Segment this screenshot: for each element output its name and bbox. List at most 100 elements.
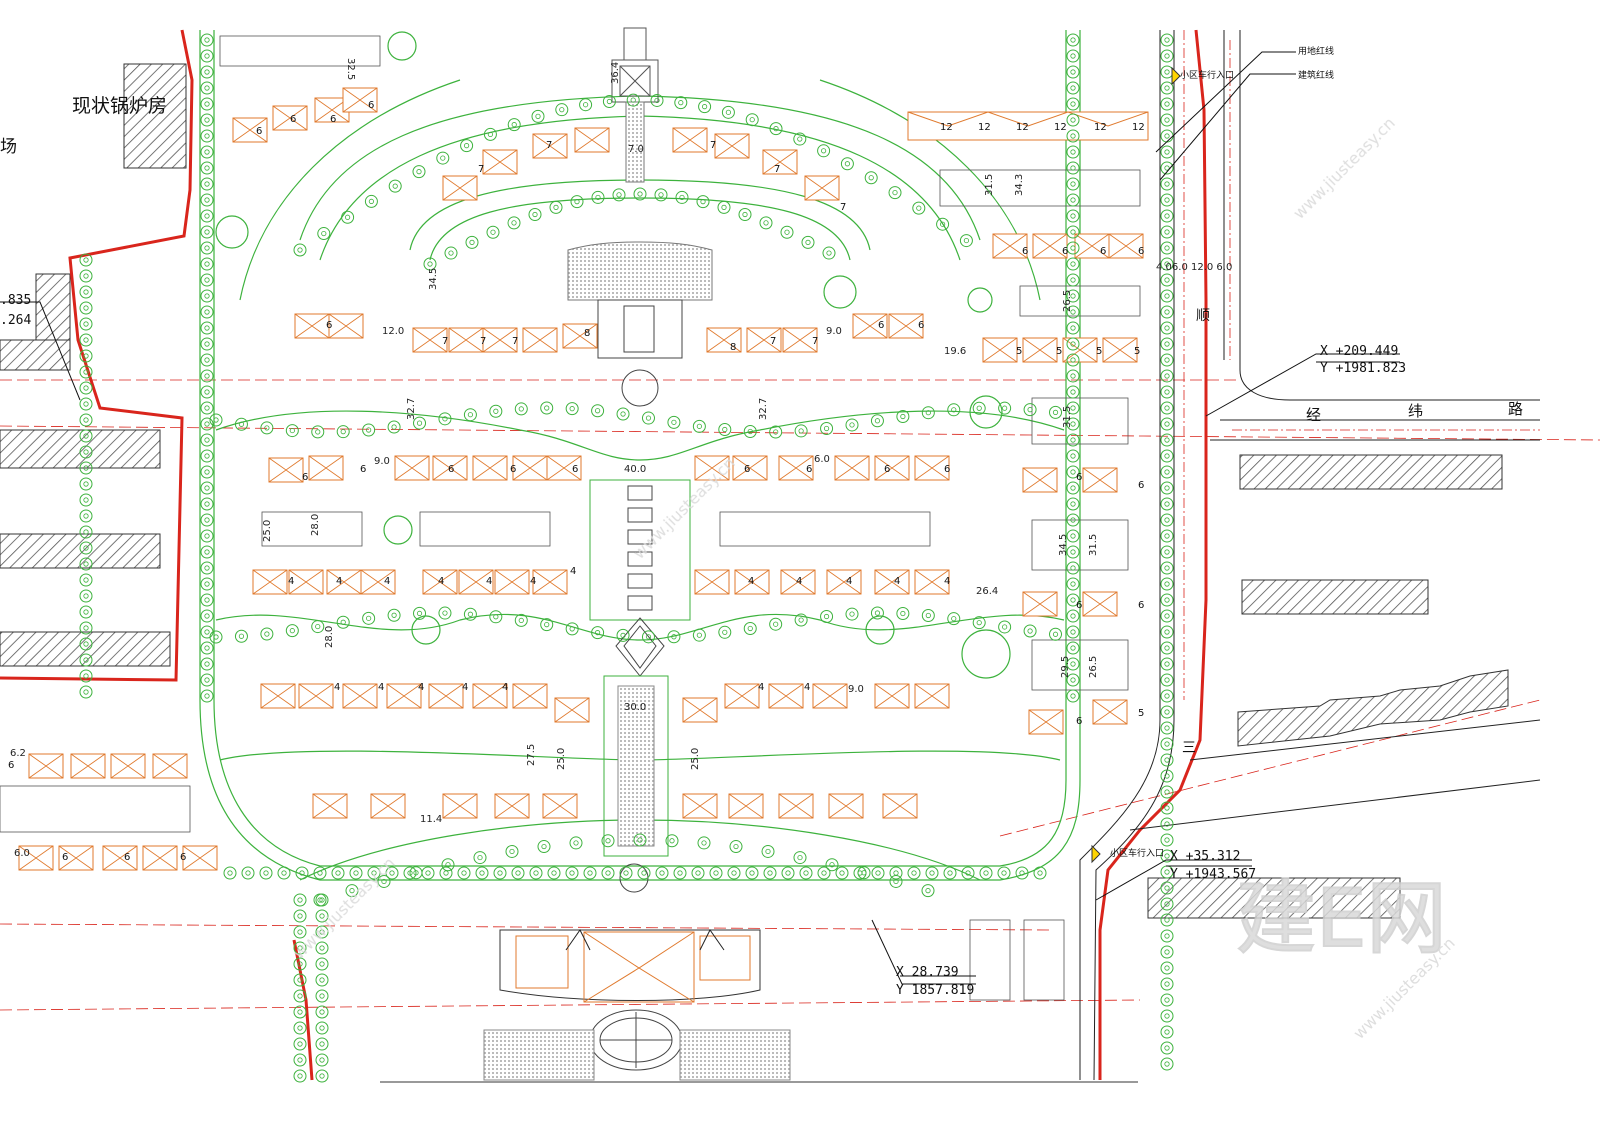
tree-icon bbox=[896, 607, 910, 621]
tree-icon bbox=[200, 577, 214, 591]
tree-icon bbox=[769, 425, 783, 439]
tree-icon bbox=[285, 624, 299, 638]
tree-icon bbox=[315, 1037, 329, 1051]
tree-icon bbox=[667, 415, 681, 429]
tree-icon bbox=[709, 866, 723, 880]
tree-icon bbox=[1160, 145, 1174, 159]
tree-icon bbox=[1160, 465, 1174, 479]
tree-icon bbox=[336, 615, 350, 629]
floor-number: 6 bbox=[1076, 600, 1082, 611]
tree-icon bbox=[311, 620, 325, 634]
tree-icon bbox=[79, 413, 93, 427]
floor-number: 4 bbox=[846, 576, 852, 587]
red-property-line bbox=[0, 29, 1208, 1081]
dim-label: 19.6 bbox=[944, 346, 966, 357]
tree-icon bbox=[1160, 433, 1174, 447]
tree-icon bbox=[845, 607, 859, 621]
tree-icon bbox=[799, 866, 813, 880]
tree-icon bbox=[200, 449, 214, 463]
dim-label: 31.5 bbox=[984, 174, 995, 196]
tree-icon bbox=[200, 177, 214, 191]
tree-icon bbox=[200, 97, 214, 111]
tree-icon bbox=[514, 613, 528, 627]
tree-icon bbox=[565, 622, 579, 636]
floor-number: 5 bbox=[1016, 346, 1022, 357]
floor-number: 6 bbox=[326, 320, 332, 331]
tree-icon bbox=[200, 481, 214, 495]
tree-icon bbox=[1160, 193, 1174, 207]
tree-icon bbox=[200, 545, 214, 559]
coord-x: .835 bbox=[0, 293, 31, 308]
tree-icon bbox=[79, 589, 93, 603]
floor-number: 6 bbox=[62, 852, 68, 863]
tree-icon bbox=[570, 195, 584, 209]
clubhouse bbox=[499, 929, 761, 1003]
tree-icon bbox=[200, 513, 214, 527]
dim-label: 32.7 bbox=[406, 398, 417, 420]
dim-label: 34.5 bbox=[428, 268, 439, 290]
floor-number: 5 bbox=[1138, 708, 1144, 719]
floor-number: 4 bbox=[894, 576, 900, 587]
floor-number: 7 bbox=[774, 164, 780, 175]
tree-icon bbox=[362, 611, 376, 625]
floor-number: 7 bbox=[512, 336, 518, 347]
tree-icon bbox=[769, 617, 783, 631]
tree-icon bbox=[200, 289, 214, 303]
floor-number: 12 bbox=[940, 122, 953, 133]
dim-label: 9.0 bbox=[374, 456, 390, 467]
tree-icon bbox=[315, 989, 329, 1003]
floor-number: 6 bbox=[256, 126, 262, 137]
tree-icon bbox=[1160, 49, 1174, 63]
tree-icon bbox=[260, 627, 274, 641]
dimension-labels: 36.4 7.0 34.5 12.0 9.0 32.7 32.7 9.0 6.0… bbox=[10, 58, 1232, 859]
coord-x: X 28.739 bbox=[896, 965, 959, 980]
road-fragment-label: 三 bbox=[1182, 740, 1196, 756]
tree-icon bbox=[729, 840, 743, 854]
tree-icon bbox=[200, 385, 214, 399]
tree-icon bbox=[362, 423, 376, 437]
floor-number: 6 bbox=[1062, 246, 1068, 257]
tree-icon bbox=[569, 836, 583, 850]
floor-number: 6 bbox=[744, 464, 750, 475]
floor-number: 4 bbox=[570, 566, 576, 577]
watermark-logo: 建E网 bbox=[1236, 872, 1447, 965]
tree-icon bbox=[1049, 627, 1063, 641]
tree-icon bbox=[997, 866, 1011, 880]
floor-number: 4 bbox=[384, 576, 390, 587]
tree-icon bbox=[315, 1005, 329, 1019]
tree-icon bbox=[79, 685, 93, 699]
tree-icon bbox=[1160, 625, 1174, 639]
tree-icon bbox=[285, 424, 299, 438]
tree-icon bbox=[1160, 593, 1174, 607]
tree-icon bbox=[387, 420, 401, 434]
tree-icon bbox=[1160, 689, 1174, 703]
tree-icon bbox=[1160, 209, 1174, 223]
tree-icon bbox=[200, 65, 214, 79]
tree-icon bbox=[200, 321, 214, 335]
floor-number: 6 bbox=[878, 320, 884, 331]
tree-icon bbox=[531, 109, 545, 123]
tree-icon bbox=[1066, 449, 1080, 463]
tree-icon bbox=[79, 493, 93, 507]
tree-icon bbox=[293, 1053, 307, 1067]
tree-icon bbox=[555, 103, 569, 117]
tree-icon bbox=[1066, 193, 1080, 207]
tree-icon bbox=[79, 477, 93, 491]
vehicle-entrance-label: 小区车行入口 bbox=[1110, 847, 1164, 859]
floor-number: 4 bbox=[438, 576, 444, 587]
watermark-url: www.jiusteasy.cn bbox=[1289, 113, 1398, 222]
floor-number: 6 bbox=[124, 852, 130, 863]
floor-number: 4 bbox=[944, 576, 950, 587]
tree-icon bbox=[1160, 337, 1174, 351]
tree-icon bbox=[674, 96, 688, 110]
tree-icon bbox=[947, 403, 961, 417]
dim-label: 6.0 bbox=[814, 454, 830, 465]
tree-icon bbox=[718, 625, 732, 639]
tree-icon bbox=[209, 630, 223, 644]
tree-icon bbox=[200, 657, 214, 671]
tree-icon bbox=[1160, 721, 1174, 735]
floor-number: 7 bbox=[840, 202, 846, 213]
tree-icon bbox=[921, 406, 935, 420]
dim-label: 26.5 bbox=[1062, 290, 1073, 312]
floor-number: 6 bbox=[806, 464, 812, 475]
